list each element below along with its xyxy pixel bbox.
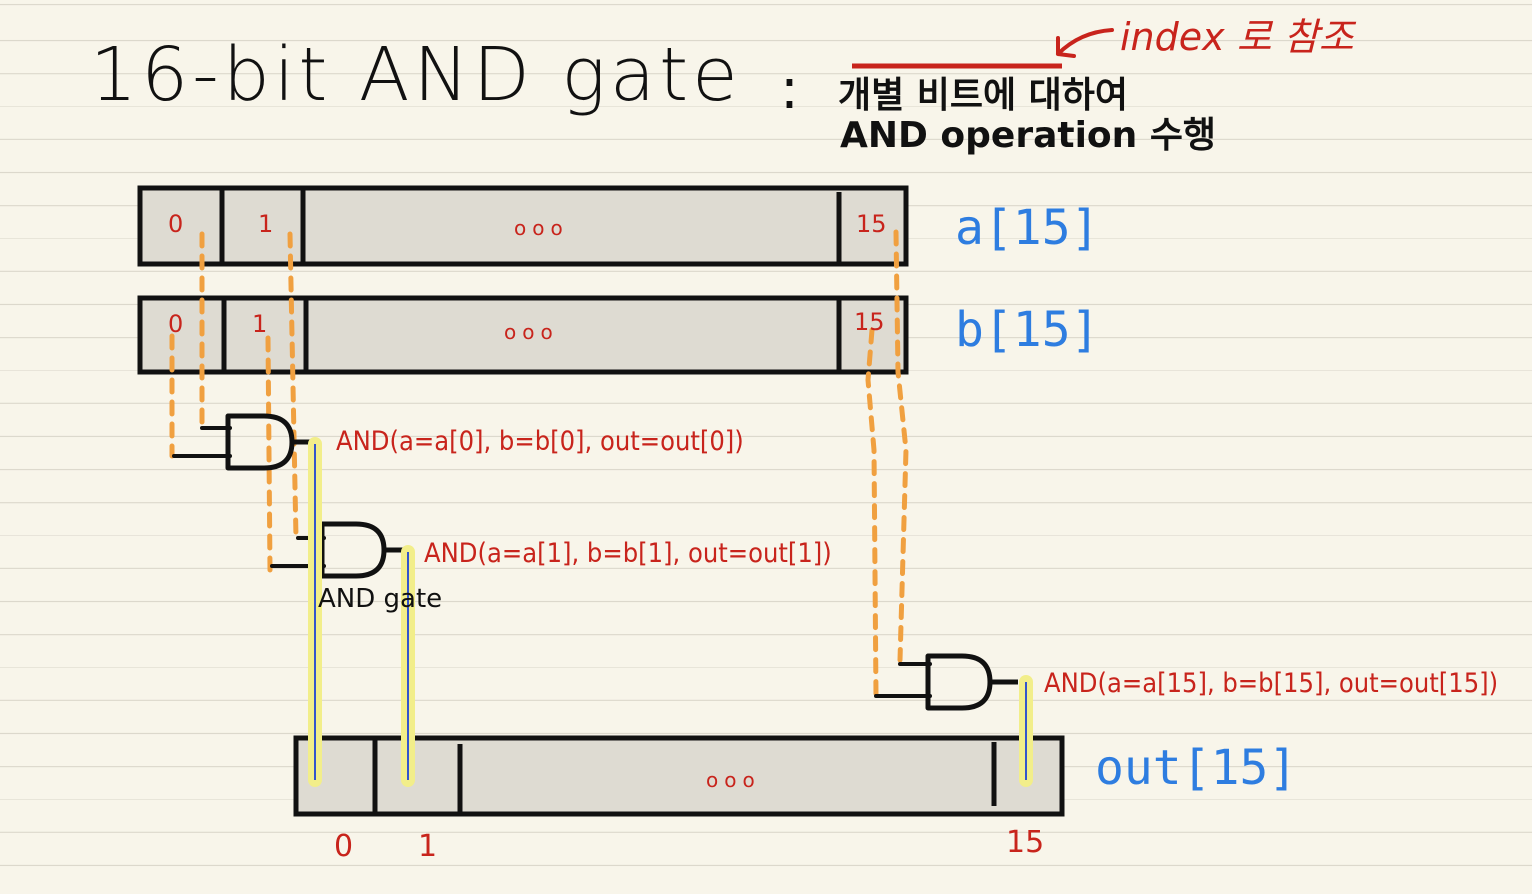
and-gate-icon-0 <box>225 413 295 471</box>
register-a <box>137 185 909 267</box>
gate-expression-0: AND(a=a[0], b=b[0], out=out[0]) <box>336 426 744 457</box>
a-cell-15: 15 <box>856 210 887 238</box>
note-arrow-icon <box>1056 28 1114 58</box>
and-gate-icon-1 <box>319 521 387 579</box>
output-wires <box>308 437 1033 787</box>
out-index-1: 1 <box>418 829 438 864</box>
out-cell-ellipsis: ooo <box>706 768 761 792</box>
b-cell-1: 1 <box>252 310 268 338</box>
wire-b15 <box>865 327 879 699</box>
wire-a15 <box>893 229 909 663</box>
register-out-label: out[15] <box>1095 740 1298 796</box>
description-line-2: AND operation 수행 <box>840 115 1217 156</box>
out-index-0: 0 <box>334 829 354 864</box>
register-out <box>293 735 1065 817</box>
and-gate-icon-15 <box>925 653 993 711</box>
register-b-label: b[15] <box>955 302 1100 358</box>
and-gates <box>225 413 1018 711</box>
page-title: 16-bit AND gate <box>90 32 742 118</box>
gate-caption: AND gate <box>318 584 443 614</box>
a-cell-ellipsis: ooo <box>514 216 569 240</box>
a-cell-1: 1 <box>258 210 274 238</box>
wire-a1 <box>287 231 299 541</box>
gate-expression-1: AND(a=a[1], b=b[1], out=out[1]) <box>424 538 832 569</box>
b-cell-ellipsis: ooo <box>504 320 559 344</box>
title-colon: : <box>780 57 799 122</box>
wire-b1 <box>265 335 273 573</box>
description-line-1: 개별 비트에 대하여 <box>838 75 1129 116</box>
out-index-15: 15 <box>1006 825 1045 860</box>
a-cell-0: 0 <box>168 210 184 238</box>
b-cell-0: 0 <box>168 310 184 338</box>
gate-expression-15: AND(a=a[15], b=b[15], out=out[15]) <box>1044 668 1499 699</box>
input-wires <box>169 229 909 699</box>
index-note: index 로 참조 <box>1120 15 1354 59</box>
b-cell-15: 15 <box>854 308 885 336</box>
register-a-label: a[15] <box>955 200 1100 256</box>
